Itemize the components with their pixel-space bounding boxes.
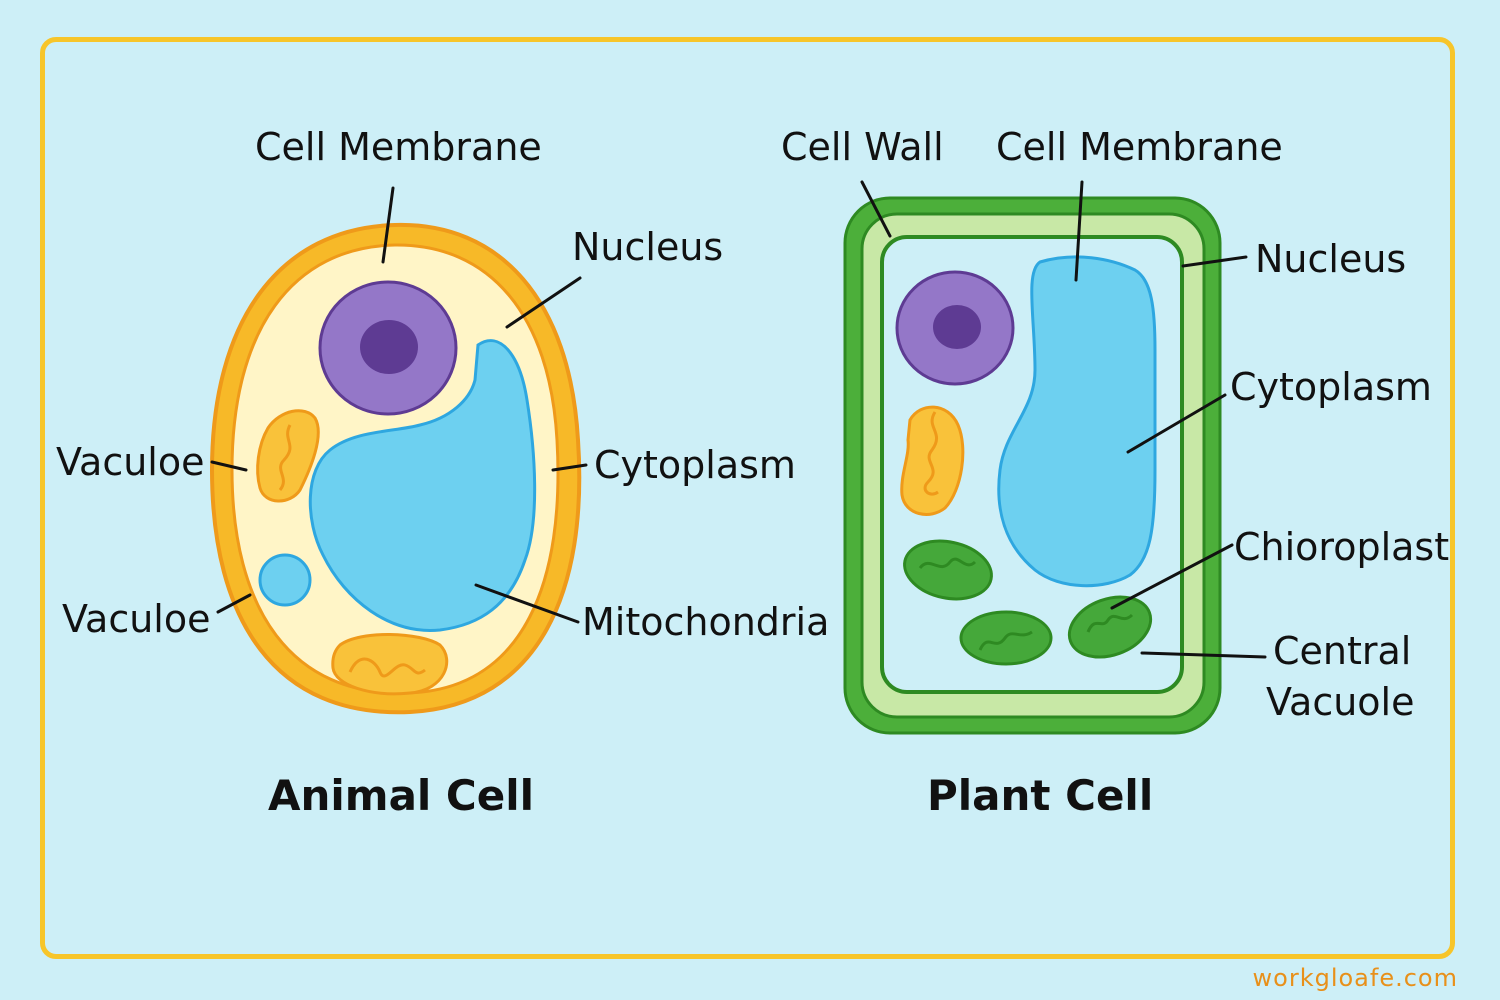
label-plant-cell-wall: Cell Wall — [781, 125, 944, 169]
label-plant-central-vacuole-line1: Central — [1273, 629, 1411, 673]
animal-large-vacuole — [308, 339, 537, 632]
leader-animal-membrane — [381, 186, 395, 264]
plant-cell-title: Plant Cell — [927, 771, 1153, 820]
animal-nucleus — [318, 280, 458, 416]
animal-cell-title: Animal Cell — [268, 771, 534, 820]
animal-cell: Cell Membrane Nucleus Vaculoe Cytoplasm … — [56, 125, 829, 820]
label-animal-mitochondria: Mitochondria — [582, 600, 829, 644]
leader-plant-membrane — [1074, 180, 1084, 282]
label-plant-cytoplasm: Cytoplasm — [1230, 365, 1432, 409]
leader-animal-vacuole-2 — [216, 593, 252, 614]
leader-animal-cytoplasm — [551, 463, 588, 472]
leader-animal-mitochondria — [474, 583, 580, 624]
animal-mitochondrion-left — [256, 409, 320, 503]
leader-plant-nucleus — [1181, 255, 1248, 268]
label-plant-chloroplast: Chioroplast — [1234, 525, 1449, 569]
watermark: workgloafe.com — [1252, 964, 1458, 992]
label-plant-central-vacuole-line2: Vacuole — [1266, 680, 1415, 724]
label-animal-vacuole-1: Vaculoe — [56, 440, 205, 484]
plant-mitochondrion — [900, 405, 965, 516]
label-animal-cell-membrane: Cell Membrane — [255, 125, 542, 169]
leader-animal-vacuole-1 — [210, 460, 248, 472]
leader-animal-nucleus — [505, 276, 582, 329]
leader-plant-wall — [860, 180, 892, 238]
plant-central-vacuole — [997, 255, 1157, 588]
label-animal-cytoplasm: Cytoplasm — [594, 443, 796, 487]
animal-small-vacuole — [258, 553, 312, 607]
plant-chloroplast-2 — [959, 610, 1053, 666]
diagram-frame — [40, 37, 1455, 959]
plant-cell: Cell Wall Cell Membrane Nucleus Cytoplas… — [781, 125, 1449, 820]
label-plant-cell-membrane: Cell Membrane — [996, 125, 1283, 169]
plant-nucleus — [895, 270, 1015, 386]
label-plant-nucleus: Nucleus — [1255, 237, 1406, 281]
animal-mitochondrion-bottom — [331, 633, 449, 696]
label-animal-vacuole-2: Vaculoe — [62, 597, 211, 641]
plant-chloroplast-3 — [1067, 595, 1153, 659]
plant-chloroplast-1 — [903, 539, 993, 601]
leader-plant-central-vacuole — [1140, 651, 1267, 659]
label-animal-nucleus: Nucleus — [572, 225, 723, 269]
leader-plant-cytoplasm — [1126, 393, 1227, 454]
leader-plant-chloroplast — [1110, 543, 1234, 610]
